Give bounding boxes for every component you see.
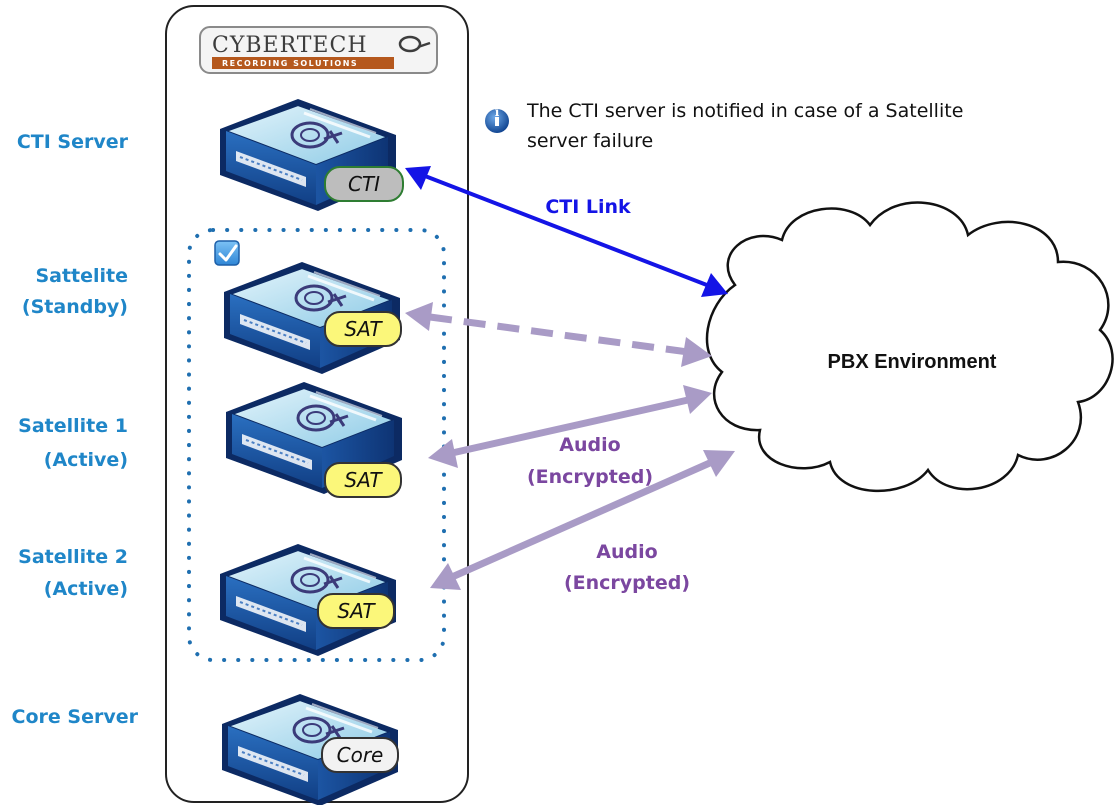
- row-label-standby-line-2: (Standby): [22, 296, 128, 318]
- server-standby: SAT: [222, 260, 402, 376]
- info-note: i The CTI server is notified in case of …: [485, 100, 963, 152]
- audio-link-2-label-line-1: Audio: [596, 541, 657, 563]
- server-badge-text: SAT: [344, 317, 383, 341]
- server-badge: [324, 462, 402, 498]
- audio-link-1-arrowhead-right: [683, 385, 712, 414]
- cti-link-label: CTI Link: [545, 196, 631, 218]
- svg-text:i: i: [495, 105, 500, 119]
- audio-link-1-line: [451, 396, 689, 457]
- cloud-icon: [705, 201, 1114, 492]
- server-badge-text: Core: [337, 743, 384, 767]
- cti-link-line: [424, 174, 713, 289]
- row-label-core-line-1: Core Server: [12, 706, 139, 728]
- audio-link-1-arrowhead-left: [428, 439, 458, 468]
- server-badge: [317, 593, 395, 629]
- server-badge-text: SAT: [337, 599, 376, 623]
- standby-link-arrowhead-left: [405, 302, 433, 331]
- logo-tagline: RECORDING SOLUTIONS: [222, 59, 358, 68]
- cybertech-logo: CYBERTECH RECORDING SOLUTIONS: [199, 26, 438, 74]
- audio-link-2-line: [450, 458, 714, 581]
- audio-link-2-label-line-2: (Encrypted): [564, 572, 690, 594]
- server-badge: [321, 737, 399, 773]
- info-note-line-2: server failure: [527, 130, 653, 152]
- server-sat2: SAT: [218, 542, 398, 658]
- server-badge-text: CTI: [348, 172, 380, 196]
- row-label-sat2-line-1: Satellite 2: [18, 546, 128, 568]
- server-badge-text: SAT: [344, 468, 383, 492]
- row-label-sat1-line-1: Satellite 1: [18, 415, 128, 437]
- server-list: CTI SAT SAT SAT Core: [218, 97, 404, 805]
- server-sat1: SAT: [224, 380, 404, 498]
- row-label-sat2-line-2: (Active): [44, 578, 128, 600]
- server-badge: [324, 166, 404, 202]
- connectors: [405, 166, 735, 590]
- checkbox-icon[interactable]: [214, 240, 240, 266]
- standby-link-line: [429, 313, 689, 356]
- pbx-label: PBX Environment: [828, 351, 997, 373]
- info-note-line-1: The CTI server is notified in case of a …: [526, 100, 963, 122]
- audio-link-1-label-line-1: Audio: [559, 434, 620, 456]
- standby-link-arrowhead-right: [681, 337, 712, 367]
- server-badge: [324, 311, 402, 347]
- audio-link-2-arrowhead-left: [430, 563, 461, 590]
- server-cti: CTI: [218, 97, 404, 213]
- cti-link-arrowhead-right: [701, 273, 728, 297]
- audio-link-2-arrowhead-right: [703, 450, 735, 477]
- logo-name: CYBERTECH: [212, 33, 368, 58]
- row-label-sat1-line-2: (Active): [44, 449, 128, 471]
- server-core: Core: [220, 692, 400, 805]
- pbx-cloud: PBX Environment: [705, 201, 1114, 492]
- row-label-standby-line-1: Sattelite: [35, 265, 128, 287]
- cti-link-arrowhead-left: [405, 166, 431, 190]
- row-label-cti-line-1: CTI Server: [17, 131, 129, 153]
- audio-link-1-label-line-2: (Encrypted): [527, 466, 653, 488]
- satellite-group-boundary: [187, 228, 446, 662]
